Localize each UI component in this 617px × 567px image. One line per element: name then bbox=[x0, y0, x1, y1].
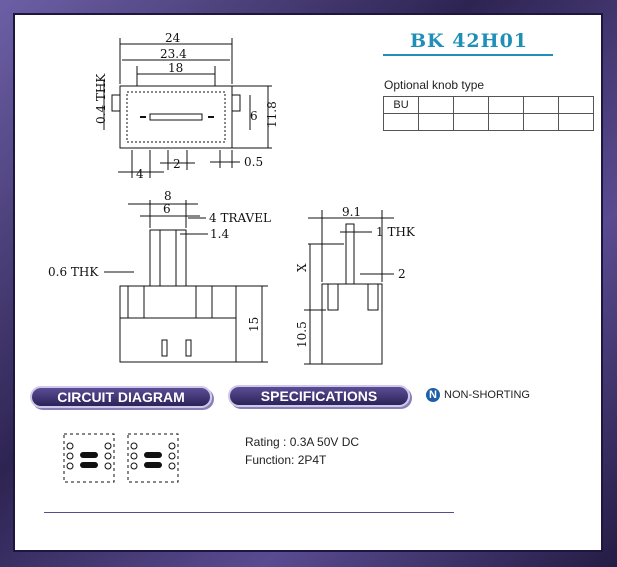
spec-function: Function: 2P4T bbox=[245, 453, 327, 467]
non-shorting-icon: N bbox=[426, 388, 440, 402]
circuit-pole-2 bbox=[127, 433, 179, 483]
dim-4-travel: 4 TRAVEL bbox=[209, 211, 271, 225]
side-view-terminal-left bbox=[327, 283, 339, 311]
front-view-lower-body bbox=[119, 317, 237, 363]
top-view-tab-left bbox=[111, 94, 121, 112]
knob-cell-12 bbox=[558, 113, 594, 131]
circuit-contact bbox=[168, 452, 176, 460]
dim-2-side: 2 bbox=[398, 267, 406, 281]
front-view-upper-body bbox=[119, 285, 237, 319]
circuit-contact bbox=[104, 462, 112, 470]
dim-23-4: 23.4 bbox=[160, 47, 187, 61]
side-view-terminal-right bbox=[367, 283, 379, 311]
front-view-actuator bbox=[149, 229, 187, 287]
specifications-list: Rating : 0.3A 50V DC Function: 2P4T bbox=[245, 433, 359, 469]
knob-type-title: Optional knob type bbox=[384, 78, 485, 92]
dim-1-4: 1.4 bbox=[210, 227, 229, 241]
top-view-body bbox=[119, 85, 233, 149]
front-view-pin-right bbox=[185, 339, 192, 357]
dim-24: 24 bbox=[165, 31, 181, 45]
circuit-contact bbox=[66, 462, 74, 470]
dim-11-8: 11.8 bbox=[265, 101, 279, 128]
top-view-mark bbox=[140, 116, 146, 118]
dim-15: 15 bbox=[247, 317, 261, 332]
circuit-slider-4 bbox=[144, 462, 162, 468]
circuit-slider-3 bbox=[80, 462, 98, 468]
circuit-contact bbox=[104, 442, 112, 450]
dim-4: 4 bbox=[136, 167, 144, 181]
top-view-inner bbox=[126, 91, 226, 143]
dim-1-thk: 1 THK bbox=[376, 225, 416, 239]
model-number: BK 42H01 bbox=[410, 30, 529, 52]
dim-x: X bbox=[295, 263, 309, 272]
model-underline bbox=[383, 54, 553, 56]
footer-divider bbox=[44, 512, 454, 513]
circuit-diagram-heading: CIRCUIT DIAGRAM bbox=[30, 386, 212, 408]
dim-6-top: 6 bbox=[250, 109, 258, 123]
dim-0-5: 0.5 bbox=[244, 155, 263, 169]
dim-9-1: 9.1 bbox=[342, 205, 361, 219]
dim-8: 8 bbox=[164, 189, 172, 203]
circuit-slider-2 bbox=[144, 452, 162, 458]
circuit-pole-1 bbox=[63, 433, 115, 483]
side-view-body bbox=[321, 283, 383, 365]
dim-6-front: 6 bbox=[163, 202, 171, 216]
side-view-actuator bbox=[345, 223, 355, 285]
circuit-contact bbox=[168, 442, 176, 450]
dim-0-6-thk: 0.6 THK bbox=[48, 265, 99, 279]
circuit-diagram bbox=[63, 433, 179, 483]
front-view bbox=[104, 200, 268, 363]
circuit-contact bbox=[66, 452, 74, 460]
circuit-contact bbox=[130, 462, 138, 470]
circuit-contact bbox=[168, 462, 176, 470]
dim-10-5: 10.5 bbox=[295, 321, 309, 348]
top-view-tab-right bbox=[231, 94, 241, 112]
circuit-contact bbox=[66, 442, 74, 450]
non-shorting-badge: N NON-SHORTING bbox=[426, 388, 530, 402]
specifications-heading: SPECIFICATIONS bbox=[228, 385, 410, 407]
front-view-pin-left bbox=[161, 339, 168, 357]
spec-rating: Rating : 0.3A 50V DC bbox=[245, 435, 360, 449]
non-shorting-label: NON-SHORTING bbox=[444, 389, 530, 401]
knob-type-table: BU bbox=[383, 96, 594, 131]
top-view-slot bbox=[149, 113, 203, 121]
circuit-slider-1 bbox=[80, 452, 98, 458]
side-view bbox=[304, 210, 394, 365]
dim-2-top: 2 bbox=[173, 157, 181, 171]
top-view-mark bbox=[208, 116, 214, 118]
top-view bbox=[103, 38, 272, 178]
circuit-contact bbox=[130, 452, 138, 460]
circuit-contact bbox=[104, 452, 112, 460]
circuit-contact bbox=[130, 442, 138, 450]
dim-18: 18 bbox=[168, 61, 183, 75]
dim-0-4-thk: 0.4 THK bbox=[94, 73, 108, 124]
